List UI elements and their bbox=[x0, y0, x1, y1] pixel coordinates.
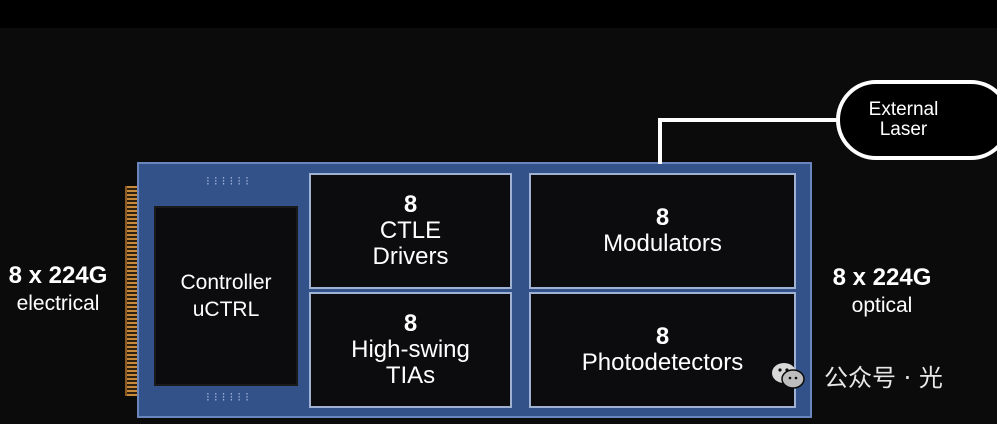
external-laser: External Laser bbox=[836, 80, 997, 160]
modulator-count: 8 bbox=[655, 204, 670, 231]
optical-type: optical bbox=[851, 294, 913, 317]
modulator-label: Modulators bbox=[603, 230, 722, 257]
edge-connector bbox=[125, 186, 139, 396]
photodetectors-block: 8 Photodetectors bbox=[529, 292, 796, 408]
laser-fiber-horizontal bbox=[658, 118, 838, 122]
tia-line2: TIAs bbox=[385, 362, 436, 389]
ctle-drivers-block: 8 CTLE Drivers bbox=[309, 173, 512, 289]
controller-block: Controller uCTRL bbox=[154, 206, 298, 386]
watermark-text: 公众号 · 光 bbox=[824, 364, 943, 392]
optical-io-label: 8 x 224G optical bbox=[820, 264, 944, 320]
electrical-rate: 8 x 224G bbox=[8, 262, 108, 289]
wechat-icon bbox=[770, 361, 806, 391]
board-components-top: ⁝⁝⁝⁝⁝⁝ bbox=[206, 174, 253, 188]
board-components-bottom: ⁝⁝⁝⁝⁝⁝ bbox=[206, 390, 253, 404]
controller-line1: Controller bbox=[180, 271, 272, 294]
photodetector-label: Photodetectors bbox=[581, 349, 744, 376]
laser-line1: External bbox=[868, 99, 939, 120]
laser-line2: Laser bbox=[879, 119, 928, 140]
electrical-type: electrical bbox=[16, 292, 100, 315]
ctle-line2: Drivers bbox=[372, 243, 449, 270]
tia-count: 8 bbox=[403, 310, 418, 337]
electrical-io-label: 8 x 224G electrical bbox=[0, 262, 116, 318]
photodetector-count: 8 bbox=[655, 323, 670, 350]
top-bar bbox=[0, 0, 997, 28]
tia-block: 8 High-swing TIAs bbox=[309, 292, 512, 408]
optical-rate: 8 x 224G bbox=[832, 264, 932, 291]
watermark: 公众号 · 光 bbox=[770, 358, 943, 393]
ctle-count: 8 bbox=[403, 191, 418, 218]
ctle-line1: CTLE bbox=[379, 217, 442, 244]
tia-line1: High-swing bbox=[351, 336, 470, 363]
modulators-block: 8 Modulators bbox=[529, 173, 796, 289]
laser-fiber-vertical bbox=[658, 118, 662, 164]
controller-line2: uCTRL bbox=[192, 298, 260, 321]
